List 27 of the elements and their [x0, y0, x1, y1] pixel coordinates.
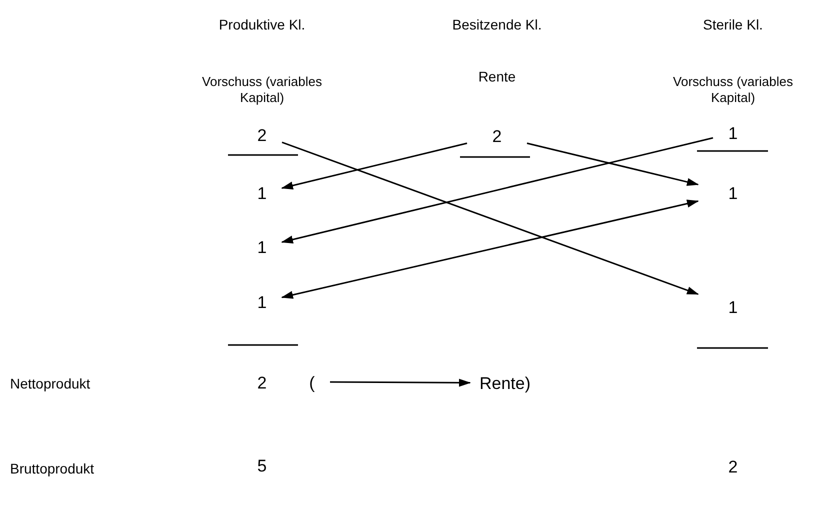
arrow — [330, 378, 471, 387]
value-text: 1 — [257, 184, 267, 202]
arrow — [282, 142, 699, 295]
label-text: Rente — [478, 68, 516, 86]
arrow — [281, 137, 714, 244]
value-text: 2 — [492, 128, 502, 144]
value-text: ( — [309, 372, 315, 394]
value-text: 5 — [257, 455, 267, 477]
value-text: 1 — [728, 184, 738, 202]
label-text: Nettoprodukt — [10, 375, 90, 393]
value-text: Rente) — [479, 374, 531, 392]
value-text: 1 — [728, 298, 738, 316]
arrow — [526, 142, 699, 186]
label-text: Produktive Kl. — [218, 16, 306, 34]
label-text: Vorschuss (variables Kapital) — [673, 74, 793, 106]
value-text: 2 — [257, 126, 267, 144]
label-text: Bruttoprodukt — [10, 460, 94, 478]
value-text: 1 — [257, 238, 267, 256]
arrow — [281, 142, 468, 190]
label-text: Besitzende Kl. — [452, 16, 542, 34]
label-text: Sterile Kl. — [703, 16, 763, 34]
value-text: 1 — [257, 294, 267, 310]
arrow — [281, 200, 699, 299]
value-text: 2 — [728, 456, 738, 478]
label-text: Vorschuss (variables Kapital) — [202, 74, 322, 106]
value-text: 1 — [728, 124, 738, 142]
value-text: 2 — [257, 372, 267, 394]
